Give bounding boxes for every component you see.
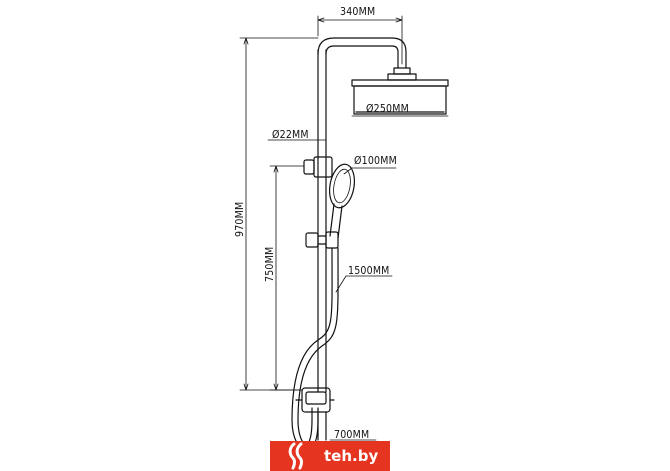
- upper-rail-holder: [303, 156, 333, 178]
- rain-shower-head: [351, 67, 449, 115]
- riser-pipe: [317, 49, 327, 393]
- dim-340-lines: [317, 15, 403, 65]
- dim-1500-leader: [335, 275, 393, 293]
- dim-750-lines: [269, 165, 305, 391]
- dim-970-label: 970MM: [234, 202, 246, 237]
- dim-100-leader: [343, 167, 397, 175]
- slider-holder: [305, 231, 339, 249]
- dim-340-label: 340MM: [340, 6, 375, 18]
- hand-shower: [328, 163, 356, 239]
- watermark-logo-icon: [288, 442, 303, 470]
- watermark-text: teh.by: [324, 447, 379, 465]
- dim-250-label: Ø250MM: [366, 103, 409, 115]
- dim-1500-label: 1500MM: [348, 265, 390, 277]
- dim-22-label: Ø22MM: [272, 129, 309, 141]
- overhead-arm: [317, 37, 407, 69]
- dim-970-lines: [239, 37, 319, 391]
- mixer-diverter: [295, 387, 335, 441]
- shower-hose: [291, 247, 339, 451]
- dim-700-label: 700MM: [334, 429, 369, 441]
- dim-100-label: Ø100MM: [354, 155, 397, 167]
- dim-750-label: 750MM: [264, 247, 276, 282]
